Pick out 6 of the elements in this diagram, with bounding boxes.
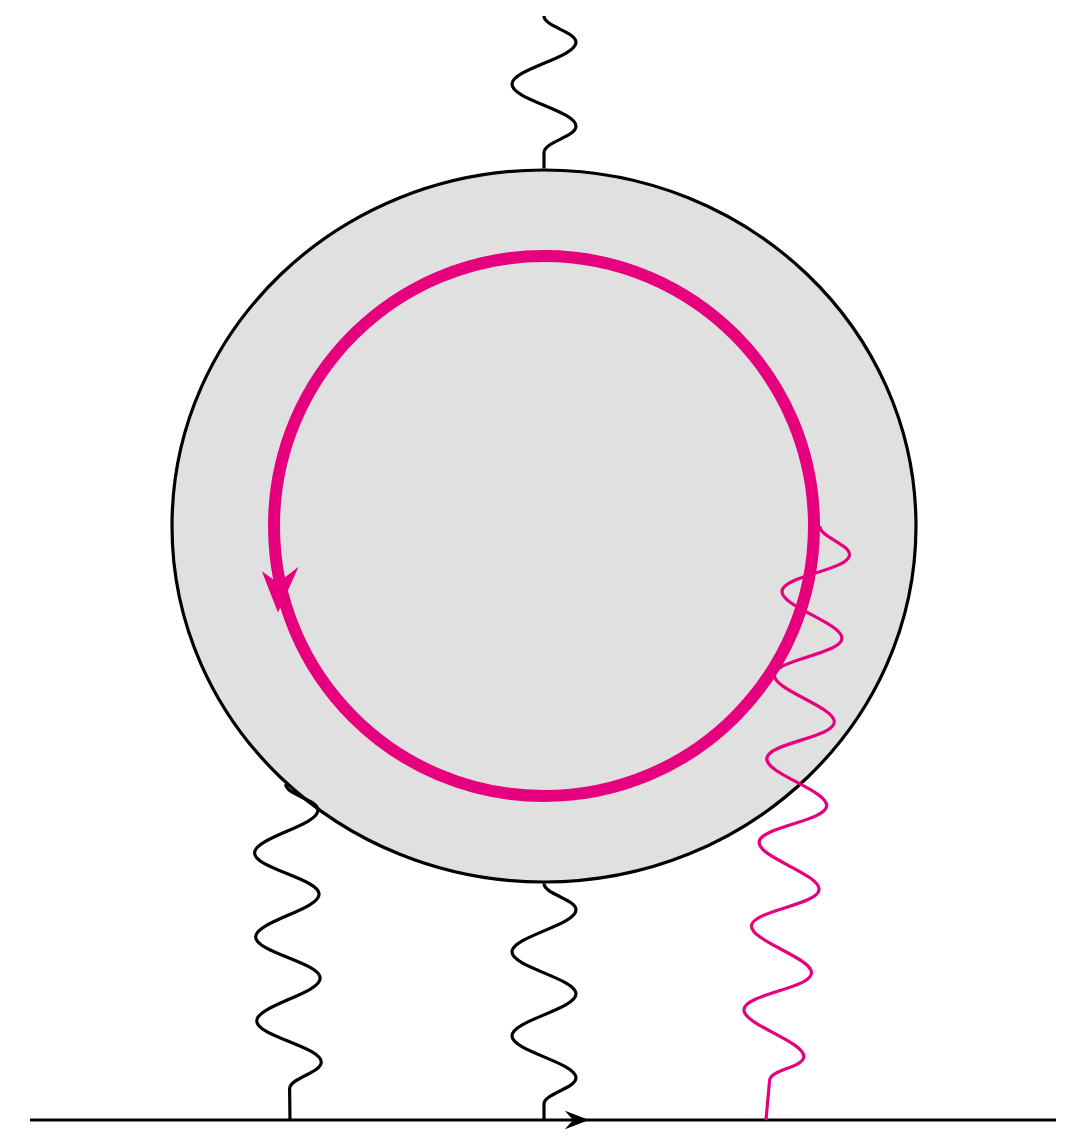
photon-line [252, 783, 323, 1121]
photon-line [742, 525, 852, 1121]
blob-circle [170, 168, 918, 884]
photon-line [510, 882, 578, 1120]
photon-line [510, 15, 578, 169]
loop-circle [261, 250, 820, 802]
